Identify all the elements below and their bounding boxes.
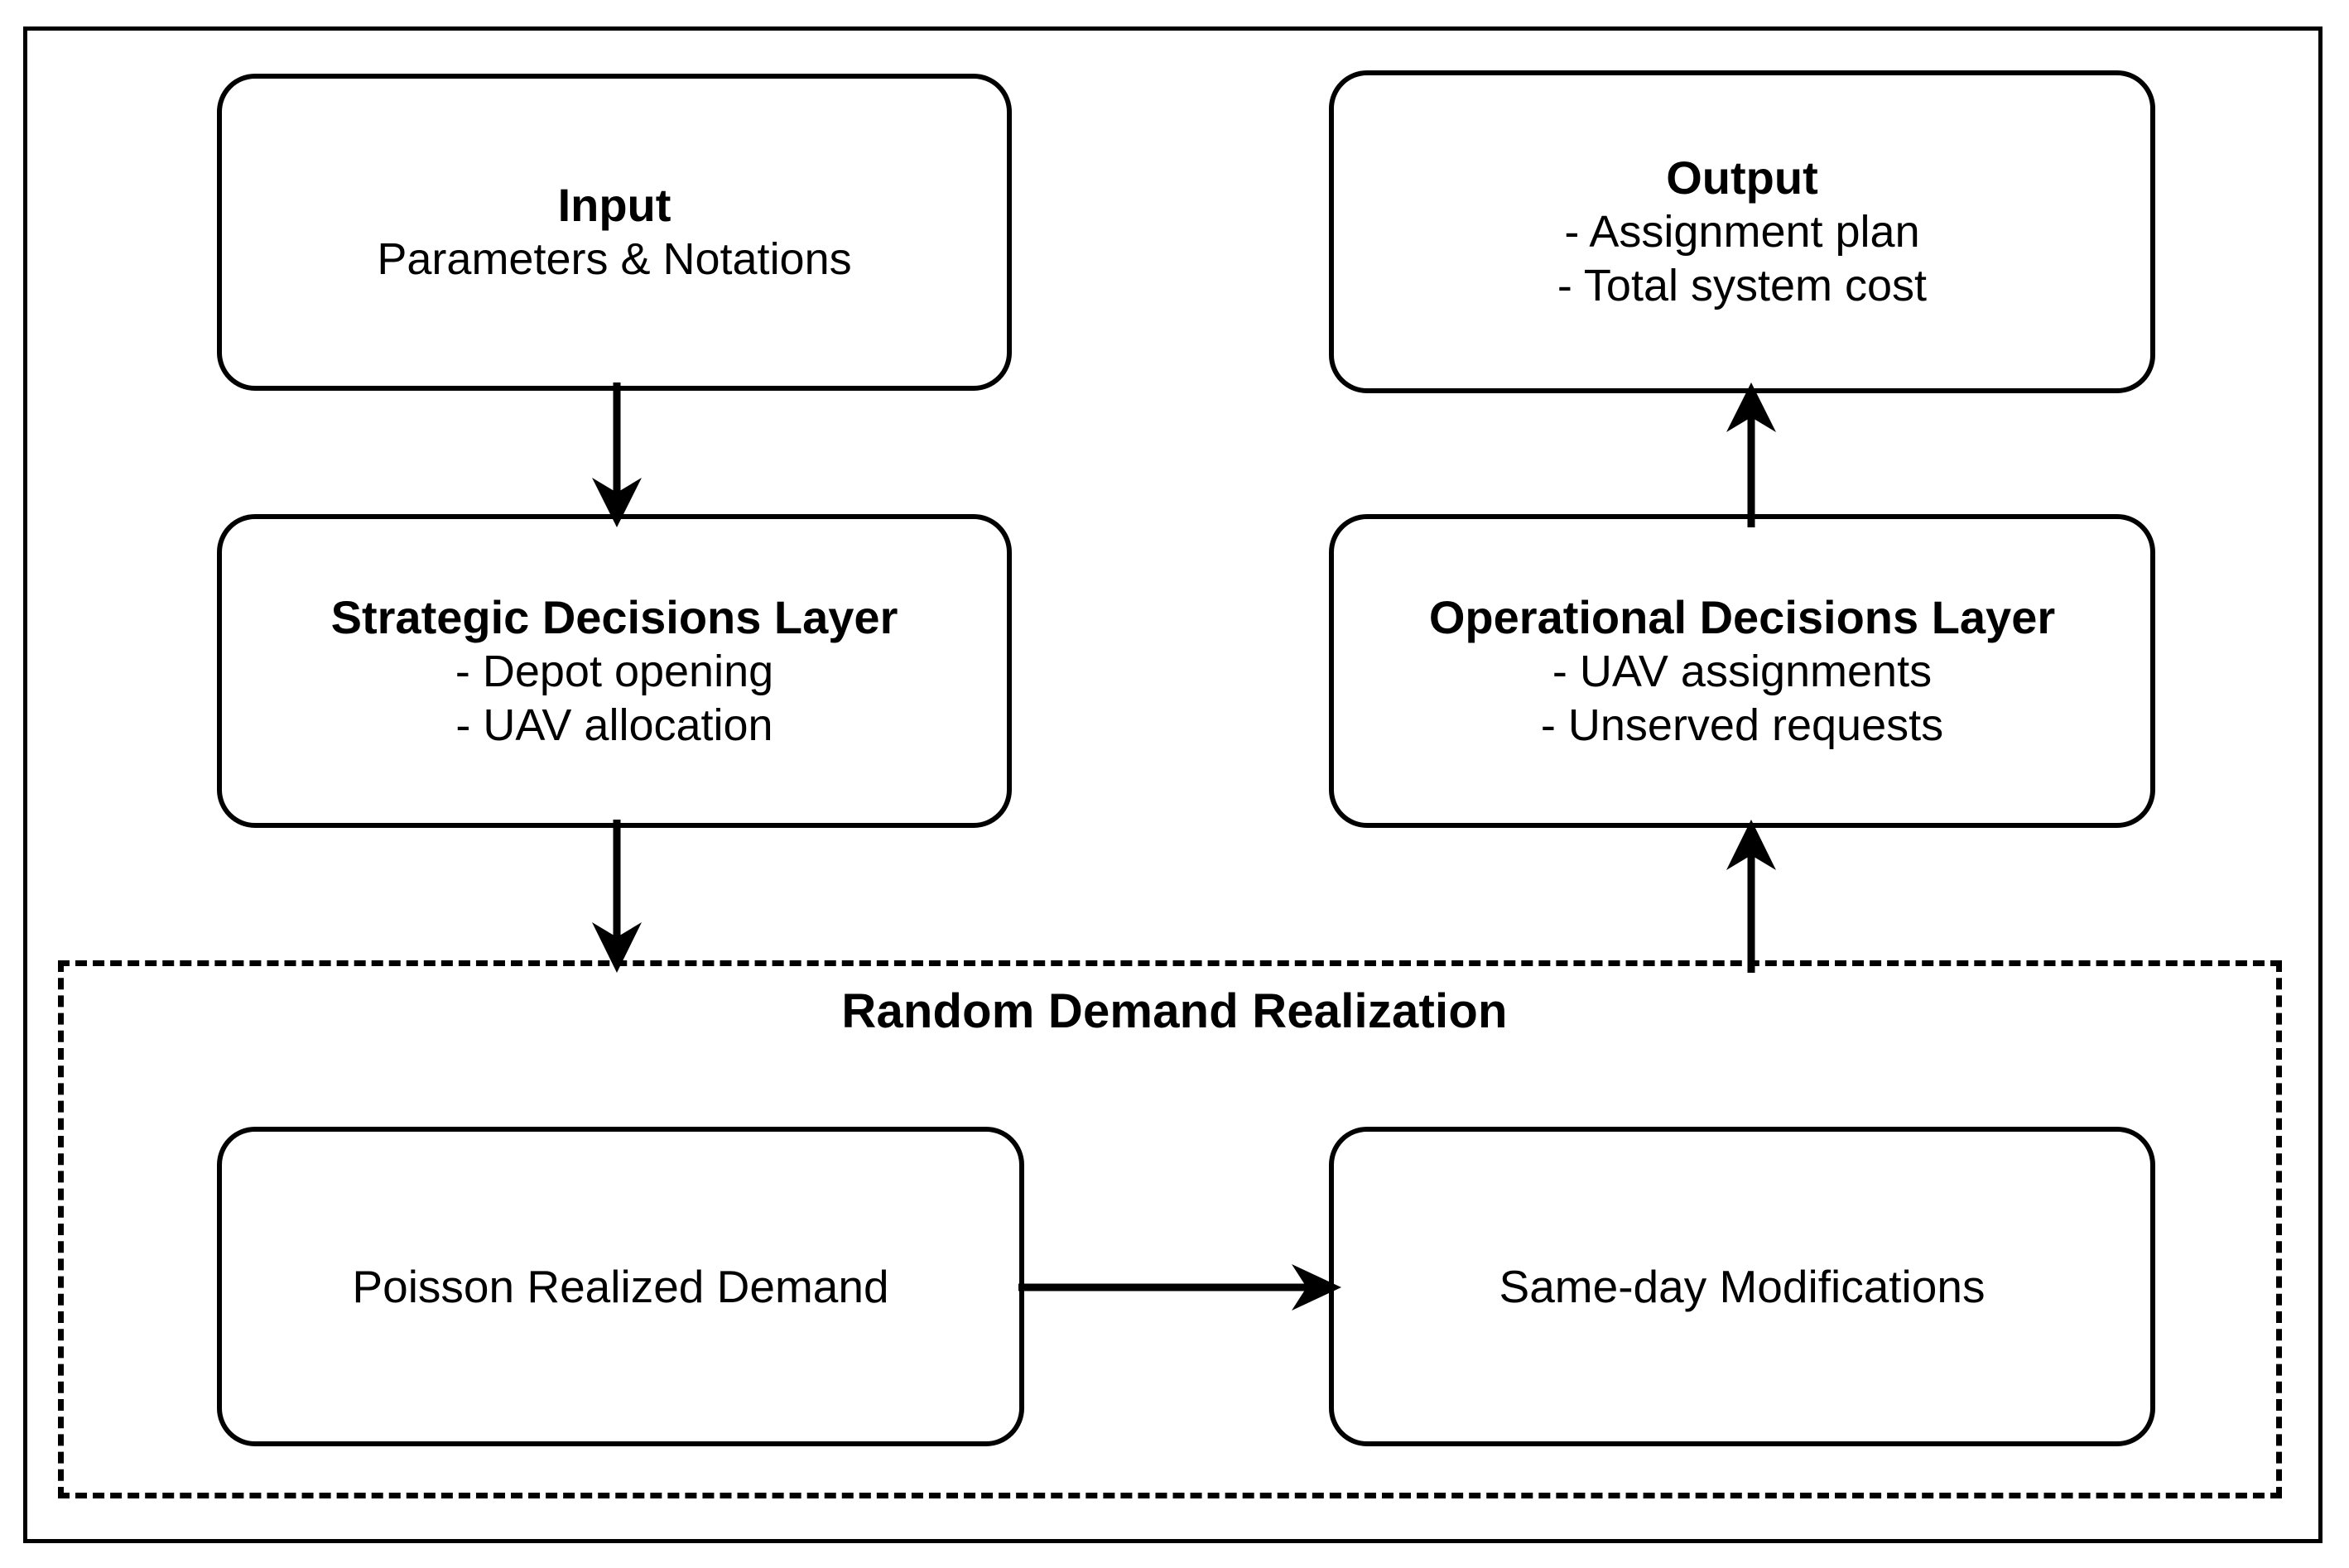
node-input[interactable]: Input Parameters & Notations (217, 74, 1012, 391)
arrow-input-to-strategic (592, 382, 642, 527)
node-strategic-line-2: - UAV allocation (455, 700, 773, 750)
arrow-random-demand-to-operational (1726, 820, 1776, 973)
random-demand-realization-region (58, 960, 2282, 1498)
node-same-day-modifications[interactable]: Same-day Modifications (1329, 1127, 2155, 1446)
node-strategic-line-1: - Depot opening (455, 646, 774, 696)
arrow-poisson-to-same-day (1018, 1264, 1341, 1311)
node-operational-line-2: - Unserved requests (1540, 700, 1944, 750)
node-input-line-1: Parameters & Notations (377, 234, 852, 285)
random-demand-realization-title: Random Demand Realization (841, 984, 1508, 1038)
node-output[interactable]: Output - Assignment plan - Total system … (1329, 70, 2155, 393)
node-output-title: Output (1666, 152, 1818, 204)
node-operational-decisions-layer[interactable]: Operational Decisions Layer - UAV assign… (1329, 514, 2155, 828)
node-poisson-label: Poisson Realized Demand (352, 1261, 889, 1312)
node-operational-line-1: - UAV assignments (1552, 646, 1933, 696)
node-operational-title: Operational Decisions Layer (1428, 590, 2056, 643)
node-sameday-label: Same-day Modifications (1499, 1261, 1986, 1312)
node-strategic-title: Strategic Decisions Layer (330, 590, 898, 643)
arrow-strategic-to-random-demand (592, 820, 642, 973)
arrow-operational-to-output (1726, 382, 1776, 527)
node-input-title: Input (557, 179, 671, 232)
node-output-line-1: - Assignment plan (1564, 207, 1920, 257)
outer-frame (23, 26, 2323, 1543)
node-strategic-decisions-layer[interactable]: Strategic Decisions Layer - Depot openin… (217, 514, 1012, 828)
node-poisson-realized-demand[interactable]: Poisson Realized Demand (217, 1127, 1024, 1446)
node-output-line-2: - Total system cost (1557, 261, 1928, 311)
